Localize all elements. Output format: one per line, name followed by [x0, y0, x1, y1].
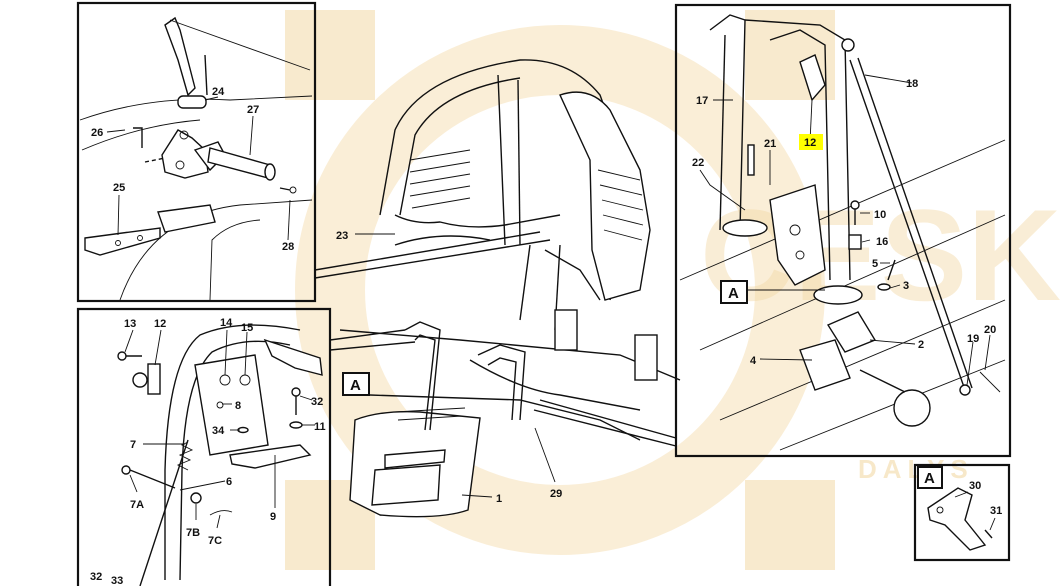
callout-29: 29 — [550, 488, 562, 500]
callout-5: 5 — [872, 258, 878, 270]
section-label-a-main: A — [342, 372, 370, 396]
grille-left — [409, 149, 471, 209]
callout-32-b: 32 — [90, 571, 102, 583]
callout-18: 18 — [906, 78, 918, 90]
svg-text:A: A — [728, 285, 739, 302]
detail-frame-top-left — [76, 1, 317, 303]
callout-21: 21 — [764, 138, 776, 150]
callout-3: 3 — [903, 280, 909, 292]
callout-32-a: 32 — [311, 396, 323, 408]
callout-33: 33 — [111, 575, 123, 586]
callout-12-left: 12 — [154, 318, 166, 330]
callout-13: 13 — [124, 318, 136, 330]
callout-14: 14 — [220, 317, 233, 329]
detail-frame-small — [913, 463, 1011, 562]
detail-frame-bottom-left — [76, 307, 332, 586]
callout-labels: 1 2 3 4 5 6 7 7A 7B 7C 8 9 10 11 12 12 1… — [90, 78, 1002, 586]
svg-text:A: A — [924, 470, 935, 487]
callout-20: 20 — [984, 324, 996, 336]
callout-2: 2 — [918, 339, 924, 351]
callout-7c: 7C — [208, 535, 222, 547]
callout-22: 22 — [692, 157, 704, 169]
callout-23: 23 — [336, 230, 348, 242]
callout-7b: 7B — [186, 527, 200, 539]
machine-cab — [339, 59, 681, 441]
grille-right — [597, 169, 644, 241]
watermark-brand: CESKA — [700, 182, 1062, 328]
detail-frame-right — [674, 3, 1012, 458]
callout-11: 11 — [314, 421, 326, 433]
callout-19: 19 — [967, 333, 979, 345]
callout-24: 24 — [212, 86, 225, 98]
callout-12-right: 12 — [804, 137, 816, 149]
machine-step-ladder — [349, 321, 526, 518]
callout-25: 25 — [113, 182, 125, 194]
section-label-a-right: A — [720, 280, 748, 304]
callout-26: 26 — [91, 127, 103, 139]
callout-34: 34 — [212, 425, 225, 437]
callout-4: 4 — [750, 355, 757, 367]
callout-highlight — [799, 134, 823, 150]
callout-27: 27 — [247, 104, 259, 116]
callout-31: 31 — [990, 505, 1002, 517]
callout-28: 28 — [282, 241, 294, 253]
callout-7: 7 — [130, 439, 136, 451]
svg-text:A: A — [350, 377, 361, 394]
watermark-sub: DALYS — [858, 454, 974, 484]
callout-17: 17 — [696, 95, 708, 107]
callout-1: 1 — [496, 493, 502, 505]
callout-8: 8 — [235, 400, 241, 412]
leader-lines — [106, 74, 996, 531]
callout-7a: 7A — [130, 499, 144, 511]
callout-9: 9 — [270, 511, 276, 523]
callout-15: 15 — [241, 322, 253, 334]
callout-30: 30 — [969, 480, 981, 492]
callout-16: 16 — [876, 236, 888, 248]
callout-6: 6 — [226, 476, 232, 488]
section-label-a-small: A — [917, 466, 943, 489]
callout-10: 10 — [874, 209, 886, 221]
